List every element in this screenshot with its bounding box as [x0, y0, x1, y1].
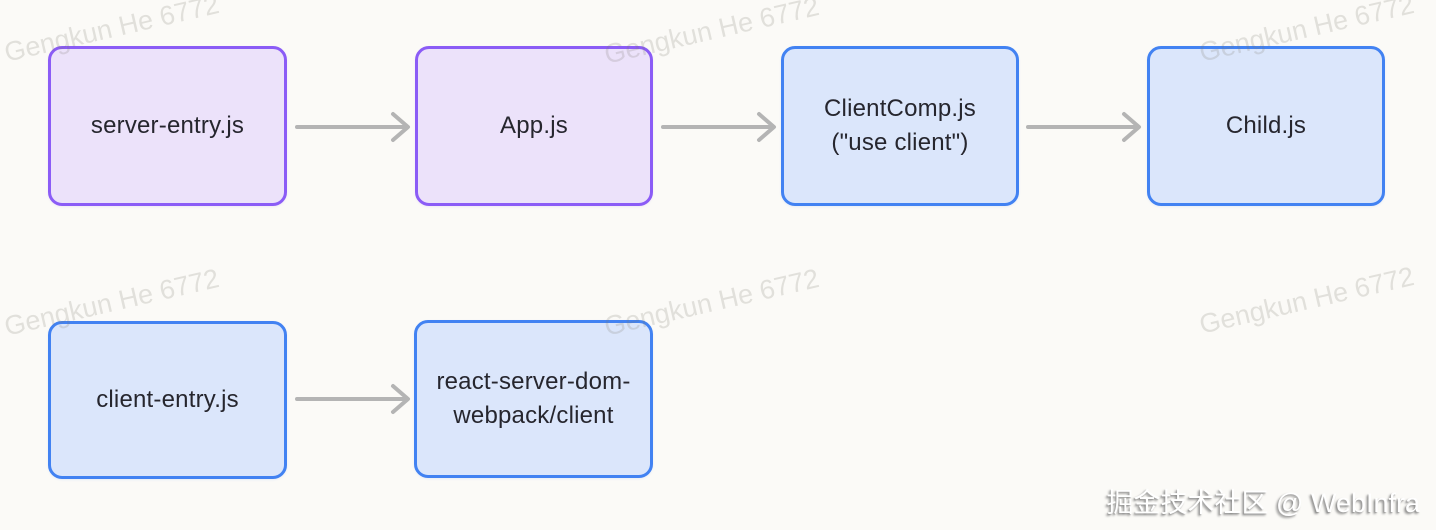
node-label: client-entry.js — [96, 383, 239, 417]
node-app-js: App.js — [415, 46, 653, 206]
arrow-clientcomp-to-child — [1026, 112, 1141, 142]
node-text: client-entry.js — [96, 385, 239, 413]
node-client-entry-js: client-entry.js — [48, 321, 287, 479]
arrow-app-to-clientcomp — [661, 112, 776, 142]
arrow-client-entry-to-rsdw — [295, 384, 410, 414]
node-react-server-dom-webpack-client: react-server-dom- webpack/client — [414, 320, 653, 478]
watermark-text: Gengkun He 6772 — [1196, 261, 1417, 340]
node-text: webpack/client — [453, 402, 614, 429]
node-label: ClientComp.js ("use client") — [824, 92, 976, 160]
node-text: App.js — [500, 111, 568, 139]
node-text: react-server-dom- — [436, 367, 631, 395]
node-label: App.js — [500, 109, 568, 143]
node-label: react-server-dom- webpack/client — [436, 365, 630, 433]
node-clientcomp-js: ClientComp.js ("use client") — [781, 46, 1019, 206]
node-text: server-entry.js — [90, 111, 245, 139]
node-label: server-entry.js — [91, 109, 244, 143]
node-label: Child.js — [1226, 109, 1306, 143]
arrow-server-entry-to-app — [295, 112, 410, 142]
node-child-js: Child.js — [1147, 46, 1385, 206]
node-text: Child.js — [1225, 111, 1307, 139]
node-text: ("use client") — [831, 129, 969, 156]
node-server-entry-js: server-entry.js — [48, 46, 287, 206]
node-text: ClientComp.js — [824, 94, 976, 122]
credit-watermark: 掘金技术社区 @ WebInfra — [1106, 488, 1420, 518]
